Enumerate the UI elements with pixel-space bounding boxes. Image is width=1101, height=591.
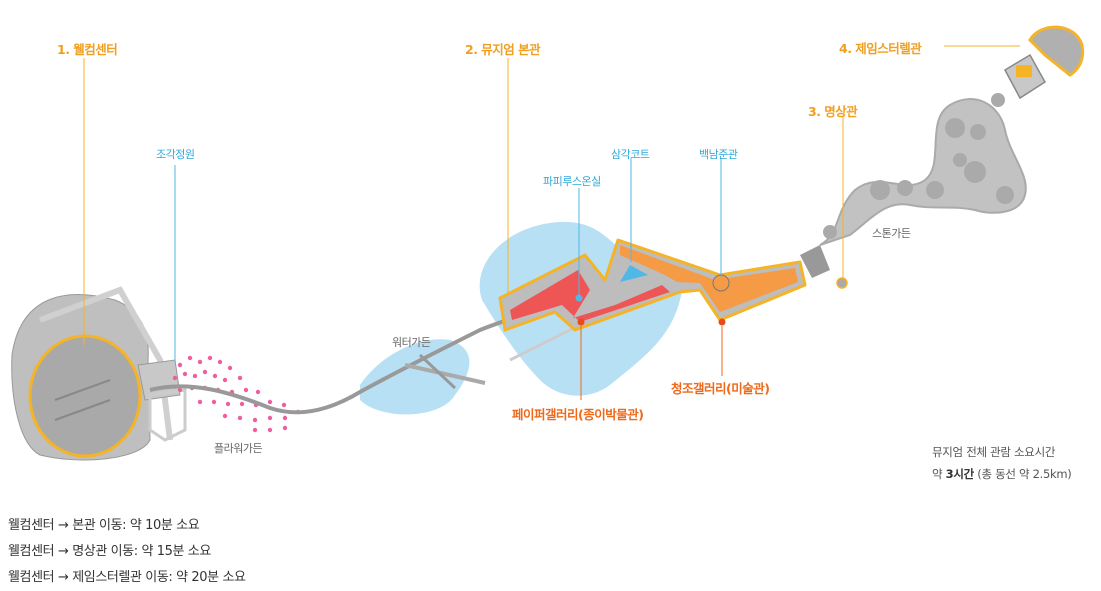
route-main: 웰컴센터 → 본관 이동: 약 10분 소요 [8,518,200,533]
cheongjo-gallery-label: 청조갤러리(미술관) [671,381,770,396]
james-turrell-hall-building[interactable] [1004,25,1085,100]
triangle-court[interactable] [620,265,648,282]
meditation-hall-label[interactable]: 3. 명상관 [808,104,858,119]
leader-lines [83,45,1020,400]
cheongjo-gallery[interactable] [620,245,798,312]
welcome-center-building[interactable] [11,286,181,461]
water-garden-deck [418,353,457,390]
paik-namjune-hall-label: 백남준관 [699,148,738,161]
meditation-hall-marker[interactable] [836,277,848,289]
cheongjo-gallery-marker [718,318,726,326]
walking-path [149,298,576,415]
paper-gallery[interactable] [510,270,670,322]
stone-garden-area [819,93,1027,246]
total-time-hours: 3시간 [945,467,975,481]
water-pond-left [360,339,470,415]
paper-gallery-marker [577,318,585,326]
paper-gallery-label: 페이퍼갤러리(종이박물관) [512,407,644,422]
papyrus-room-label: 파피루스온실 [543,175,601,188]
james-turrell-hall-label[interactable]: 4. 제임스터렐관 [839,41,922,56]
triangle-court-label: 삼각코트 [611,148,650,161]
total-time-caption: 뮤지엄 전체 관람 소요시간 [932,445,1056,459]
route-meditation: 웰컴센터 → 명상관 이동: 약 15분 소요 [8,544,211,559]
total-time-prefix: 약 [932,467,946,481]
paik-namjune-hall[interactable] [712,274,730,292]
main-museum-label[interactable]: 2. 뮤지엄 본관 [465,42,541,57]
water-garden-label: 워터가든 [392,336,431,349]
sculpture-garden-label: 조각정원 [156,148,195,161]
flower-garden-area [172,355,301,433]
papyrus-room-marker [575,294,583,302]
flower-garden-label: 플라워가든 [214,442,263,455]
route-james-turrell: 웰컴센터 → 제임스터렐관 이동: 약 20분 소요 [8,570,246,585]
total-time-detail: 약 3시간 (총 동선 약 2.5km) [932,466,1072,482]
welcome-center-label[interactable]: 1. 웰컴센터 [57,42,118,57]
water-garden-bridge [404,363,486,385]
main-museum-building[interactable] [498,238,830,332]
total-distance: (총 동선 약 2.5km) [973,467,1072,481]
stone-garden-label: 스톤가든 [872,227,911,240]
